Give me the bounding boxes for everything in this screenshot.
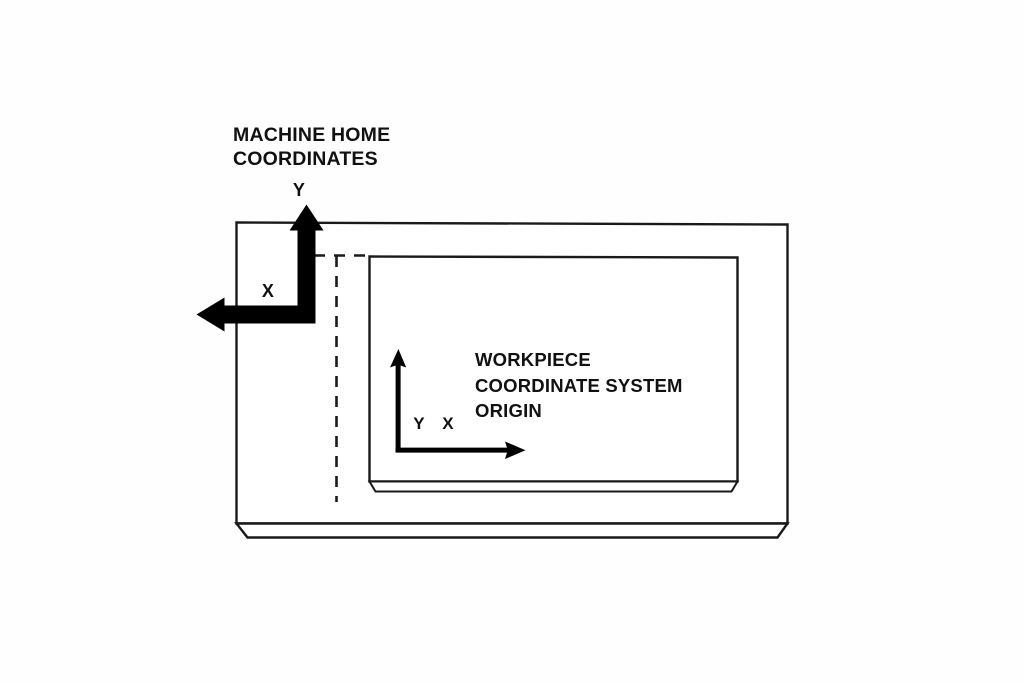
- machine-home-y-label: Y: [293, 180, 305, 200]
- machine-home-y-axis-arrow: [289, 204, 324, 322]
- machine-home-x-axis-arrow: [196, 297, 316, 332]
- machine-table-front-lip: [234, 522, 790, 539]
- machine-home-title-line2: COORDINATES: [233, 148, 378, 170]
- workpiece-title-line2: COORDINATE SYSTEM: [475, 375, 683, 396]
- reference-dashed-line: [314, 254, 369, 502]
- workpiece-y-axis-arrow: [390, 349, 407, 453]
- workpiece-block: [367, 255, 740, 493]
- workpiece-axis-marker: [390, 349, 526, 459]
- workpiece-x-label: X: [442, 414, 454, 433]
- machine-home-title-line1: MACHINE HOME: [233, 124, 390, 146]
- workpiece-title-line3: ORIGIN: [475, 400, 542, 421]
- workpiece-front-lip: [367, 480, 740, 493]
- workpiece-x-axis-arrow: [395, 441, 526, 459]
- workpiece-title-line1: WORKPIECE: [475, 349, 591, 370]
- workpiece-y-label: Y: [413, 414, 425, 433]
- machine-home-axis-marker: [196, 204, 324, 332]
- machine-home-x-label: X: [262, 281, 274, 301]
